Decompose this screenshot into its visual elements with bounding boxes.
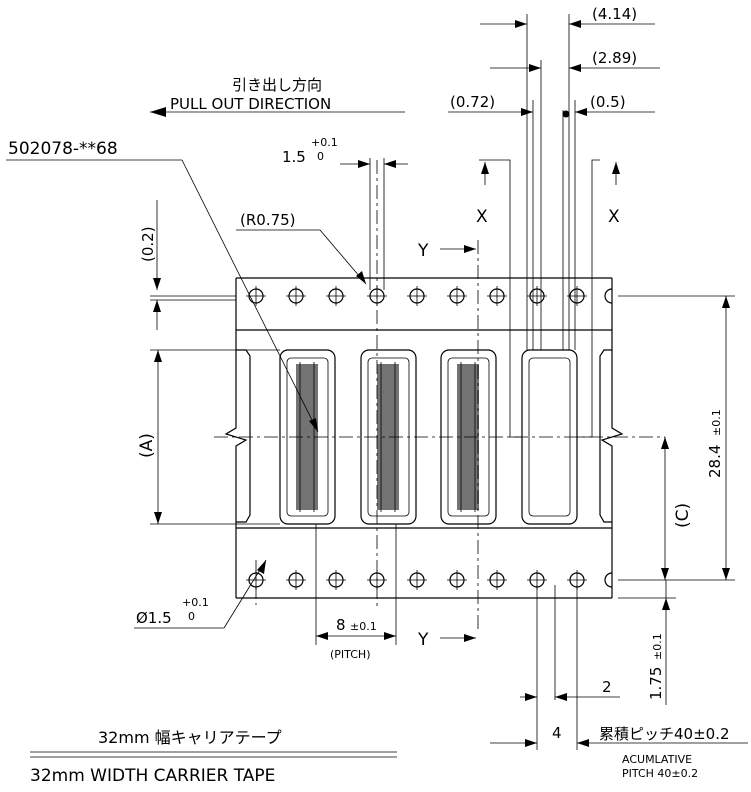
tape-title-en: 32mm WIDTH CARRIER TAPE (30, 766, 275, 786)
dim-28-4-lines (618, 295, 735, 581)
section-y-markers (440, 245, 476, 642)
dim-28-4-base: 28.4 (706, 445, 724, 478)
dim-a-label: (A) (137, 433, 157, 458)
dim-1-75-lines (618, 580, 676, 705)
hole-dim-1-5-lines (340, 158, 408, 290)
dim-2-89-label: (2.89) (592, 49, 637, 67)
pull-out-direction-en: PULL OUT DIRECTION (170, 95, 331, 113)
diameter-plus: +0.1 (182, 596, 209, 609)
radius-leader (236, 229, 367, 285)
part-number: 502078-**68 (8, 139, 118, 159)
pull-out-arrow (150, 107, 405, 117)
diameter-base: Ø1.5 (136, 609, 172, 627)
pitch-tol: ±0.1 (350, 620, 377, 633)
dim-c-label: (C) (673, 503, 693, 528)
section-x-markers (479, 159, 620, 438)
cumulative-pitch-en-2: PITCH 40±0.2 (622, 767, 698, 780)
cumulative-pitch-en-1: ACUMLATIVE (622, 753, 692, 766)
dim-2-label: 2 (602, 678, 612, 696)
hole-dim-1-5-base: 1.5 (282, 148, 306, 166)
dim-0-2-lines (150, 200, 236, 330)
dim-28-4-tol: ±0.1 (710, 409, 723, 436)
section-x-right-label: X (608, 207, 620, 227)
pocket-left-partial (236, 349, 251, 523)
section-y-bottom-label: Y (417, 630, 429, 650)
dim-c-lines (661, 437, 669, 580)
pitch-value: 8 (336, 616, 346, 634)
part-number-leader (6, 159, 319, 433)
radius-label: (R0.75) (240, 211, 296, 229)
dim-4-14-label: (4.14) (592, 5, 637, 23)
top-dimension-lines (448, 14, 660, 350)
cumulative-pitch-jp: 累積ピッチ40±0.2 (599, 725, 730, 743)
dim-0-72-label: (0.72) (450, 93, 495, 111)
sprocket-holes-bottom (246, 570, 613, 590)
dim-0-2-label: (0.2) (139, 226, 157, 262)
pitch-label: (PITCH) (330, 648, 371, 661)
pitch-lines (315, 524, 397, 645)
dim-1-75-base: 1.75 (647, 667, 665, 700)
tape-outline (224, 277, 624, 599)
dim-1-75-tol: ±0.1 (651, 633, 664, 660)
diameter-leader (134, 559, 267, 629)
center-lines (214, 160, 665, 630)
tape-title-jp: 32mm 幅キャリアテープ (98, 728, 282, 747)
dim-4-label: 4 (552, 724, 562, 742)
section-y-top-label: Y (417, 241, 429, 261)
dim-a-lines (150, 349, 280, 525)
dim-0-5-label: (0.5) (590, 93, 626, 111)
diameter-minus: 0 (188, 610, 195, 623)
pull-out-direction-jp: 引き出し方向 (232, 76, 322, 94)
section-x-left-label: X (476, 207, 488, 227)
dim-2-4-lines (490, 585, 748, 750)
sprocket-holes-top (246, 286, 613, 306)
hole-dim-1-5-plus: +0.1 (311, 136, 338, 149)
pocket-right-partial (599, 349, 612, 523)
hole-dim-1-5-minus: 0 (317, 150, 324, 163)
